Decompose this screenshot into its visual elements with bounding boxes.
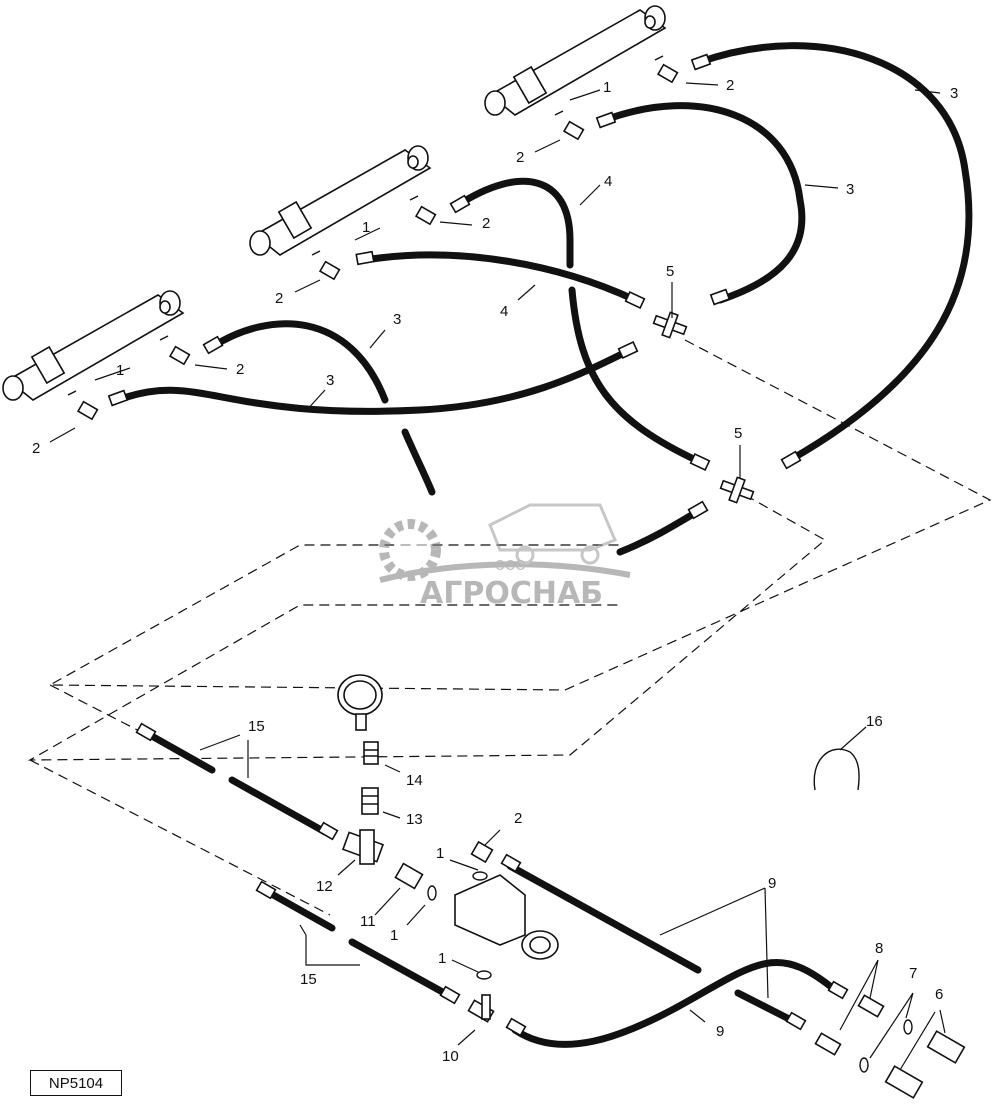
callout-2: 2 <box>236 361 244 378</box>
callout-5: 5 <box>734 425 742 442</box>
hoses-lower <box>146 731 839 1048</box>
callout-12: 12 <box>316 878 333 895</box>
adapter-8 <box>814 994 885 1056</box>
tee-fitting-10 <box>467 994 495 1023</box>
callout-3: 3 <box>846 181 854 198</box>
elbow-fitting-lower <box>470 840 494 864</box>
callout-16: 16 <box>866 713 883 730</box>
callout-9: 9 <box>716 1023 724 1040</box>
callout-15: 15 <box>248 718 265 735</box>
callout-13: 13 <box>406 811 423 828</box>
callout-2: 2 <box>32 440 40 457</box>
callout-11: 11 <box>360 913 376 930</box>
callout-1: 1 <box>362 219 370 236</box>
callout-2: 2 <box>726 77 734 94</box>
cylinder-right <box>484 5 667 116</box>
callout-1: 1 <box>390 927 398 944</box>
o-rings-upper <box>67 55 664 396</box>
callout-8: 8 <box>875 940 883 957</box>
tee-fitting-12 <box>341 829 385 865</box>
callout-3: 3 <box>950 85 958 102</box>
callout-1: 1 <box>436 845 444 862</box>
callout-2: 2 <box>514 810 522 827</box>
pressure-gauge <box>337 674 383 731</box>
callout-3: 3 <box>393 311 401 328</box>
callout-1: 1 <box>116 362 124 379</box>
callout-10: 10 <box>442 1048 459 1065</box>
callout-14: 14 <box>406 772 423 789</box>
leader-lines <box>49 82 946 1071</box>
callout-4: 4 <box>500 303 508 320</box>
callout-6: 6 <box>935 986 943 1003</box>
callout-1: 1 <box>438 950 446 967</box>
adapter-14 <box>363 741 379 765</box>
adapter-13 <box>361 787 379 815</box>
callout-7: 7 <box>909 965 917 982</box>
cylinder-left <box>2 290 185 401</box>
valve-block <box>454 874 559 960</box>
elbow-fittings-upper <box>76 63 679 421</box>
adapter-11 <box>394 862 424 890</box>
adapter-6 <box>884 1030 966 1099</box>
callout-2: 2 <box>482 215 490 232</box>
callout-4: 4 <box>604 173 612 190</box>
callout-15: 15 <box>300 971 317 988</box>
callout-3: 3 <box>326 372 334 389</box>
dashed-connection-lines <box>27 339 992 916</box>
callout-labels: 1 2 3 2 3 4 1 2 2 4 5 3 1 2 3 2 5 15 16 … <box>32 77 958 1065</box>
cross-fittings <box>652 311 755 504</box>
callout-2: 2 <box>275 290 283 307</box>
o-rings-lower <box>427 871 913 1073</box>
callout-9: 9 <box>768 875 776 892</box>
cylinder-middle <box>249 145 432 256</box>
hoses-upper <box>114 42 973 556</box>
hose-ends-lower <box>135 722 849 1037</box>
reference-code: NP5104 <box>30 1070 122 1096</box>
hose-ends-upper <box>107 53 802 520</box>
callout-1: 1 <box>603 79 611 96</box>
callout-2: 2 <box>516 149 524 166</box>
clamp-16 <box>813 748 860 791</box>
callout-5: 5 <box>666 263 674 280</box>
